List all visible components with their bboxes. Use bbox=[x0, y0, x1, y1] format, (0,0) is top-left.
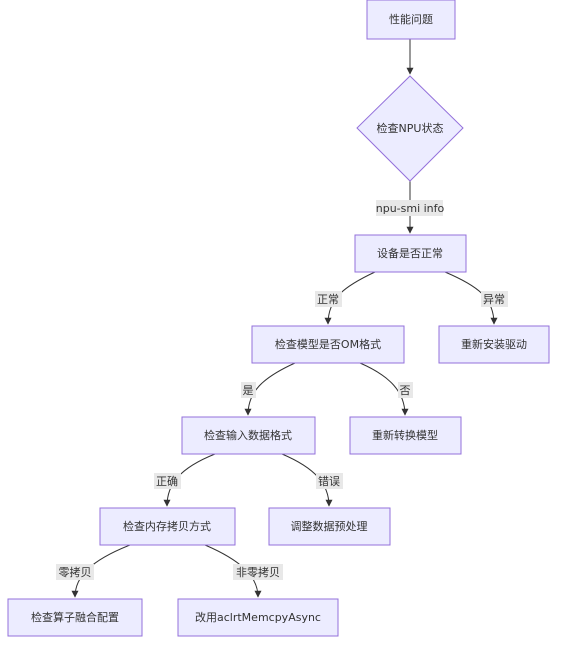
node-reconvert-label: 重新转换模型 bbox=[372, 428, 438, 442]
edge-label-bg bbox=[316, 473, 343, 489]
node-reinstall-label: 重新安装驱动 bbox=[461, 337, 527, 351]
node-adjust-preprocess-label: 调整数据预处理 bbox=[291, 519, 368, 533]
node-check-model[interactable]: 检查模型是否OM格式 bbox=[251, 325, 405, 364]
edge-check-model-to-check-input bbox=[244, 362, 296, 416]
nodes: 性能问题 检查NPU状态 设备是否正常 检查模型是否OM格式 重新安装驱动 检查… bbox=[7, 0, 550, 637]
edge-labels: npu-smi info 正常 异常 是 否 正确 错误 零拷贝 非零拷贝 bbox=[56, 200, 508, 580]
edge-label-abnormal: 异常 bbox=[483, 293, 505, 306]
edge-label-zero-copy: 零拷贝 bbox=[59, 565, 92, 579]
node-check-input-label: 检查输入数据格式 bbox=[204, 428, 292, 442]
edge-label-correct: 正确 bbox=[156, 475, 178, 488]
edge-label-bg bbox=[154, 473, 181, 489]
node-use-async-label: 改用aclrtMemcpyAsync bbox=[195, 610, 321, 624]
node-check-input[interactable]: 检查输入数据格式 bbox=[181, 416, 316, 455]
node-use-async[interactable]: 改用aclrtMemcpyAsync bbox=[177, 598, 339, 637]
node-reconvert[interactable]: 重新转换模型 bbox=[349, 416, 462, 455]
edge-label-yes: 是 bbox=[243, 384, 254, 397]
edge-label-normal: 正常 bbox=[317, 293, 339, 306]
node-device-ok-label: 设备是否正常 bbox=[377, 246, 443, 260]
edge-label-bg bbox=[233, 564, 283, 580]
node-start[interactable]: 性能问题 bbox=[366, 0, 456, 40]
edge-label-bg bbox=[241, 382, 256, 398]
node-adjust-preprocess[interactable]: 调整数据预处理 bbox=[268, 507, 391, 546]
edge-label-no: 否 bbox=[400, 384, 411, 397]
edge-label-bg bbox=[315, 291, 342, 307]
edge-check-model-to-reconvert bbox=[359, 362, 409, 416]
node-device-ok[interactable]: 设备是否正常 bbox=[354, 234, 467, 273]
edge-label-bg bbox=[376, 200, 443, 216]
edge-label-bg bbox=[481, 291, 508, 307]
edge-label-non-zero-copy: 非零拷贝 bbox=[236, 565, 280, 579]
node-check-memcpy[interactable]: 检查内存拷贝方式 bbox=[99, 507, 236, 546]
node-check-model-label: 检查模型是否OM格式 bbox=[275, 337, 381, 351]
node-check-fusion[interactable]: 检查算子融合配置 bbox=[7, 598, 143, 637]
node-reinstall[interactable]: 重新安装驱动 bbox=[438, 325, 550, 364]
node-check-fusion-label: 检查算子融合配置 bbox=[31, 610, 119, 624]
decision-check-npu-label: 检查NPU状态 bbox=[377, 121, 444, 135]
edge-label-npu-smi: npu-smi info bbox=[376, 202, 445, 215]
node-start-label: 性能问题 bbox=[389, 12, 433, 26]
node-check-memcpy-label: 检查内存拷贝方式 bbox=[123, 519, 211, 533]
edge-label-bg bbox=[398, 382, 413, 398]
decision-check-npu[interactable]: 检查NPU状态 bbox=[356, 75, 464, 182]
edge-label-wrong: 错误 bbox=[318, 474, 340, 488]
edge-label-bg bbox=[56, 564, 94, 580]
